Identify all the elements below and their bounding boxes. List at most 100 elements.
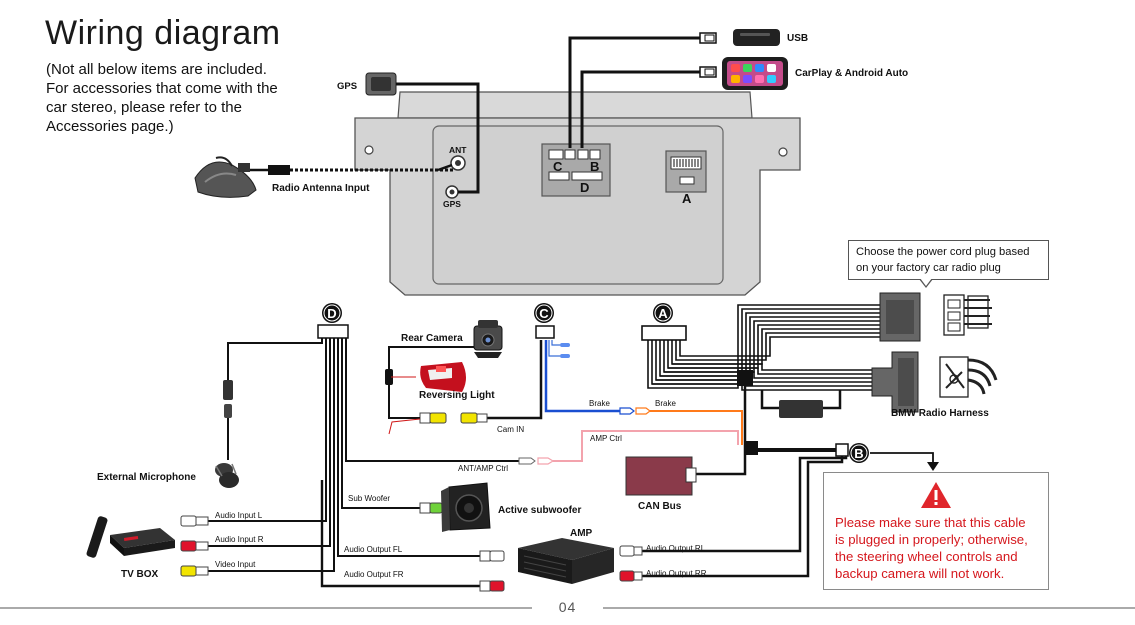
brake-left-label: Brake bbox=[589, 399, 610, 408]
audio-output-fr-wire bbox=[320, 480, 480, 588]
warning-box: Please make sure that this cable is plug… bbox=[823, 472, 1049, 590]
active-subwoofer-label: Active subwoofer bbox=[498, 505, 581, 516]
mic-connector bbox=[223, 380, 233, 400]
mic-wire bbox=[227, 338, 323, 380]
can-bus-wire bbox=[692, 386, 747, 476]
gps-antenna-module bbox=[365, 72, 397, 96]
usb-plug-tip bbox=[704, 34, 715, 42]
radio-antenna-icon bbox=[194, 156, 257, 198]
port-a-label: A bbox=[682, 191, 692, 206]
can-bus-box bbox=[625, 456, 693, 496]
port-a-pin-teeth bbox=[673, 159, 699, 167]
head-unit bbox=[354, 91, 801, 296]
b-harness-plug bbox=[835, 443, 849, 457]
audio-output-fr-label: Audio Output FR bbox=[344, 570, 404, 579]
port-c-pin bbox=[564, 149, 576, 160]
audio-output-rl-label: Audio Output RL bbox=[646, 544, 706, 553]
bmw-harness-label: BMW Radio Harness bbox=[891, 408, 989, 419]
tv-box-label: TV BOX bbox=[121, 569, 159, 580]
amp-ctrl-pink-wire bbox=[553, 430, 739, 462]
port-b-pin bbox=[577, 149, 589, 160]
smartphone-icon bbox=[722, 57, 788, 90]
audio-output-rl-rca bbox=[619, 545, 643, 557]
rear-camera-icon bbox=[473, 320, 503, 358]
audio-output-fl-wire bbox=[337, 338, 480, 557]
port-d-label: D bbox=[580, 180, 589, 195]
gps-jack-core bbox=[449, 189, 455, 195]
warning-line: Please make sure that this cable bbox=[835, 515, 1026, 530]
carplay-plug-tip bbox=[704, 68, 715, 76]
harness-fuse-box bbox=[779, 400, 823, 418]
audio-input-l-label: Audio Input L bbox=[215, 511, 263, 520]
audio-input-r-wire bbox=[208, 338, 331, 547]
badge-c: C bbox=[534, 303, 554, 323]
gps-label: GPS bbox=[337, 81, 357, 92]
audio-output-fl-rca bbox=[479, 550, 505, 562]
camera-red-wire bbox=[388, 418, 421, 435]
port-a-latch bbox=[679, 176, 695, 185]
amp-icon bbox=[518, 538, 614, 584]
can-bus-label: CAN Bus bbox=[638, 501, 682, 512]
audio-input-r-label: Audio Input R bbox=[215, 535, 264, 544]
brake-blue-wire bbox=[544, 340, 620, 413]
gps-port-label: GPS bbox=[443, 199, 461, 209]
c-pin-tip bbox=[560, 354, 570, 358]
sub-woofer-label: Sub Woofer bbox=[348, 494, 390, 503]
mount-hole-left bbox=[364, 145, 374, 155]
intro-line: (Not all below items are included. bbox=[46, 61, 267, 78]
port-d-pin bbox=[571, 171, 603, 181]
video-input-label: Video Input bbox=[215, 560, 256, 569]
c-pins-wire bbox=[548, 340, 560, 357]
badge-b: B bbox=[849, 443, 869, 463]
b-harness-wire-rl bbox=[640, 455, 848, 553]
badge-b-letter: B bbox=[854, 446, 863, 461]
carplay-label: CarPlay & Android Auto bbox=[795, 68, 908, 79]
mic-connector-2 bbox=[224, 404, 232, 418]
cam-in-rca bbox=[460, 412, 488, 424]
intro-line: For accessories that come with the bbox=[46, 80, 278, 97]
b-pointer-line bbox=[870, 452, 934, 463]
usb-label: USB bbox=[787, 33, 808, 44]
audio-input-l-rca bbox=[180, 515, 209, 527]
factory-plug-top-face bbox=[886, 300, 914, 334]
bmw-socket bbox=[939, 356, 998, 398]
audio-output-rr-rca bbox=[619, 570, 643, 582]
cam-in-label: Cam IN bbox=[497, 425, 524, 434]
carplay-cable bbox=[580, 70, 700, 148]
subwoofer-icon bbox=[441, 482, 491, 532]
page-number: 04 bbox=[558, 599, 577, 615]
head-unit-top-bezel bbox=[397, 91, 753, 119]
sub-woofer-wire bbox=[341, 338, 420, 509]
sub-woofer-rca bbox=[419, 502, 443, 514]
port-b-pin bbox=[589, 149, 601, 160]
rear-camera-label: Rear Camera bbox=[401, 333, 463, 344]
tv-box-icon bbox=[86, 516, 175, 558]
amp-ctrl-label: AMP Ctrl bbox=[590, 434, 622, 443]
warning-line: the steering wheel controls and bbox=[835, 549, 1018, 564]
brake-connector bbox=[619, 407, 651, 415]
radio-antenna-wire-end bbox=[437, 163, 453, 172]
mount-hole-right bbox=[778, 147, 788, 157]
callout-line: Choose the power cord plug based bbox=[856, 246, 1030, 258]
brake-right-label: Brake bbox=[655, 399, 676, 408]
harness-fuse-wire bbox=[760, 390, 842, 410]
ant-amp-ctrl-wire bbox=[345, 338, 519, 462]
usb-cable bbox=[568, 36, 700, 148]
port-c-pin bbox=[548, 149, 564, 160]
radio-antenna-label: Radio Antenna Input bbox=[272, 183, 370, 194]
b-harness-wire-rr bbox=[640, 455, 844, 578]
page-title: Wiring diagram bbox=[45, 14, 281, 52]
b-harness-junction bbox=[744, 441, 758, 455]
intro-line: car stereo, please refer to the bbox=[46, 99, 242, 116]
external-mic-label: External Microphone bbox=[97, 472, 196, 483]
ant-jack-core bbox=[455, 160, 461, 166]
cam-in-wire bbox=[487, 340, 543, 420]
can-bus-connector bbox=[685, 467, 697, 483]
b-pointer-arrow bbox=[927, 462, 939, 471]
port-b-label: B bbox=[590, 159, 599, 174]
brake-orange-wire bbox=[650, 410, 743, 445]
video-input-rca bbox=[180, 565, 209, 577]
audio-input-l-wire bbox=[208, 338, 327, 522]
gps-cable bbox=[396, 82, 480, 194]
d-plug bbox=[317, 324, 349, 339]
